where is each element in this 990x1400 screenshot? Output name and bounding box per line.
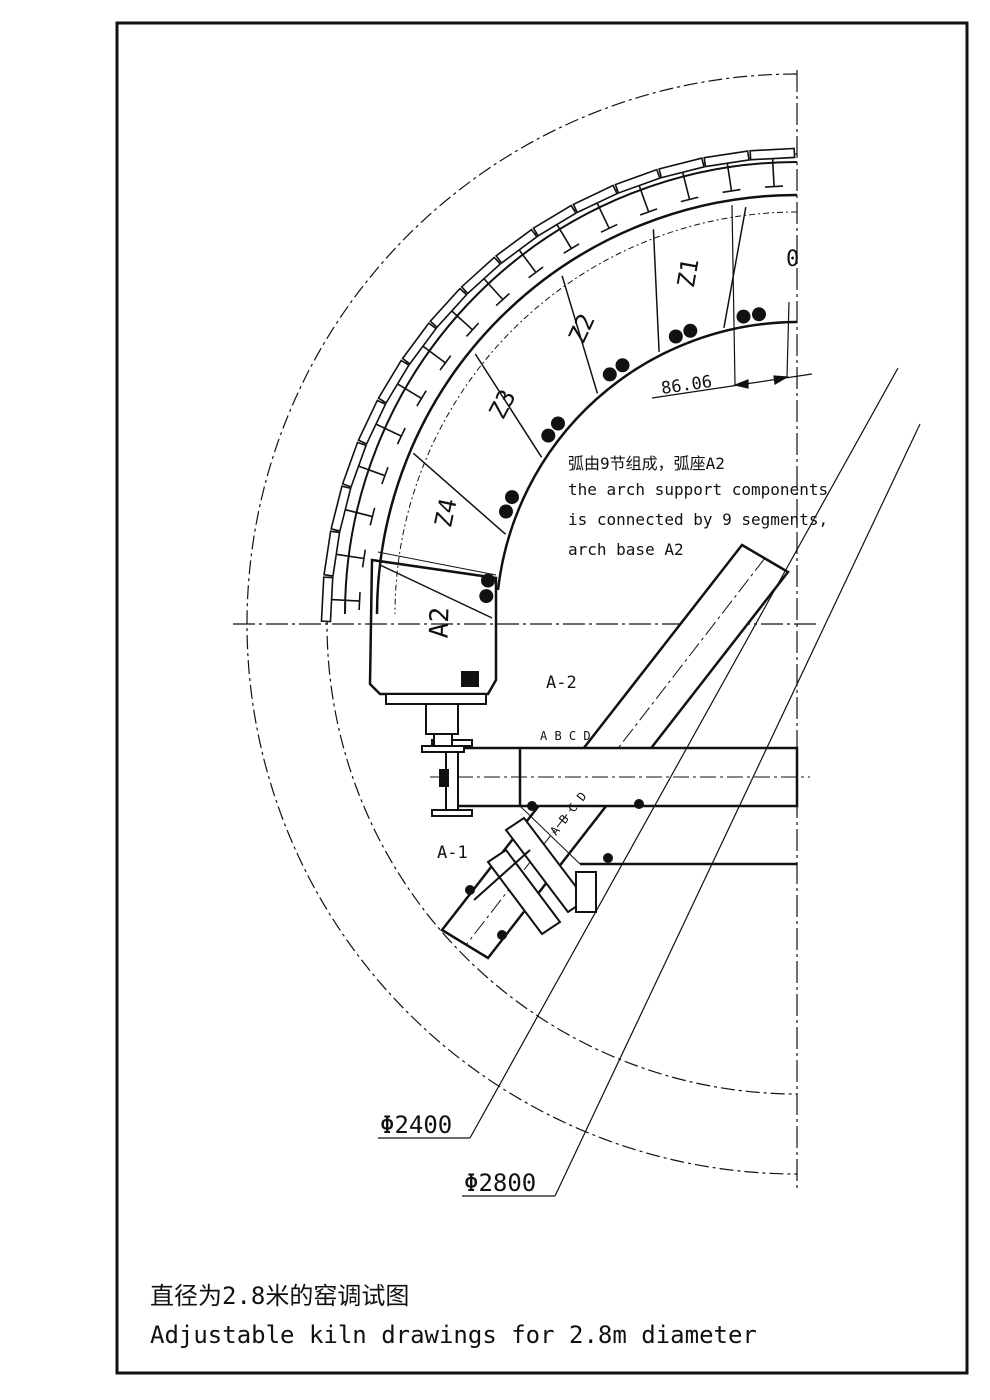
flange-bracket bbox=[703, 150, 750, 194]
flange-bracket bbox=[323, 530, 367, 577]
note-line-cn: 弧由9节组成，弧座A2 bbox=[568, 454, 725, 473]
pivot-dot bbox=[683, 323, 698, 338]
label-abcd-top: A B C D bbox=[540, 729, 591, 743]
diameter-leaders bbox=[378, 367, 921, 1197]
chord-dimension bbox=[651, 204, 813, 399]
pivot-dot bbox=[615, 358, 630, 373]
label-a-2: A-2 bbox=[546, 673, 577, 693]
flange-bracket bbox=[341, 441, 389, 488]
pivot-dot bbox=[668, 329, 683, 344]
note-line-en-3: arch base A2 bbox=[568, 540, 684, 559]
flange-bracket bbox=[572, 184, 619, 233]
pivot-dot bbox=[602, 367, 617, 382]
flange-bracket bbox=[460, 256, 510, 307]
segment-dividers bbox=[380, 206, 747, 619]
segment-divider bbox=[474, 353, 543, 458]
pivot-dot bbox=[505, 490, 519, 505]
note-line-en-2: is connected by 9 segments, bbox=[568, 510, 829, 529]
segment-divider bbox=[412, 452, 506, 535]
segment-divider bbox=[561, 275, 599, 394]
label-a-1: A-1 bbox=[437, 843, 468, 863]
flange-bracket bbox=[658, 157, 705, 203]
a2-base-block bbox=[368, 558, 498, 696]
segment-label-a2: A2 bbox=[425, 606, 456, 638]
flange-bracket bbox=[330, 485, 376, 532]
segment-label-0: 0 bbox=[786, 247, 799, 272]
pivot-dots bbox=[479, 307, 766, 604]
adjusting-jack bbox=[385, 671, 487, 753]
flange-bracket bbox=[357, 399, 406, 446]
pivot-dot bbox=[541, 428, 556, 443]
segment-divider bbox=[652, 229, 660, 352]
flange-bracket bbox=[495, 228, 544, 279]
caption-english: Adjustable kiln drawings for 2.8m diamet… bbox=[150, 1321, 757, 1349]
strut-flange-joint bbox=[465, 799, 644, 940]
pivot-dot bbox=[499, 504, 513, 519]
circle-phi-2400 bbox=[326, 153, 798, 1095]
dimension-phi-2400: Φ2400 bbox=[380, 1111, 452, 1139]
drawing-frame bbox=[115, 21, 969, 1375]
segment-label-z2: Z2 bbox=[563, 309, 601, 347]
flange-bracket bbox=[377, 359, 427, 407]
note-line-en-1: the arch support components bbox=[568, 480, 829, 499]
circle-phi-2800 bbox=[246, 73, 798, 1175]
pivot-dot bbox=[551, 416, 565, 431]
pivot-dot bbox=[479, 589, 494, 604]
horizontal-beams bbox=[430, 746, 810, 866]
flange-bracket bbox=[532, 204, 580, 254]
flange-bracket bbox=[749, 147, 796, 188]
dimension-phi-2800: Φ2800 bbox=[464, 1169, 536, 1197]
segment-divider bbox=[723, 206, 747, 329]
flange-bracket bbox=[614, 168, 661, 216]
pivot-dot bbox=[752, 307, 766, 322]
segment-label-z4: Z4 bbox=[429, 496, 462, 530]
flange-brackets bbox=[320, 147, 796, 623]
flange-bracket bbox=[401, 322, 452, 371]
chord-dimension-value: 86.06 bbox=[660, 372, 713, 399]
pivot-dot bbox=[736, 309, 751, 324]
segment-divider bbox=[380, 564, 493, 619]
flange-bracket bbox=[429, 287, 480, 337]
caption-chinese: 直径为2.8米的窑调试图 bbox=[150, 1282, 410, 1310]
segment-label-z1: Z1 bbox=[672, 256, 705, 289]
flange-bracket bbox=[320, 576, 361, 623]
